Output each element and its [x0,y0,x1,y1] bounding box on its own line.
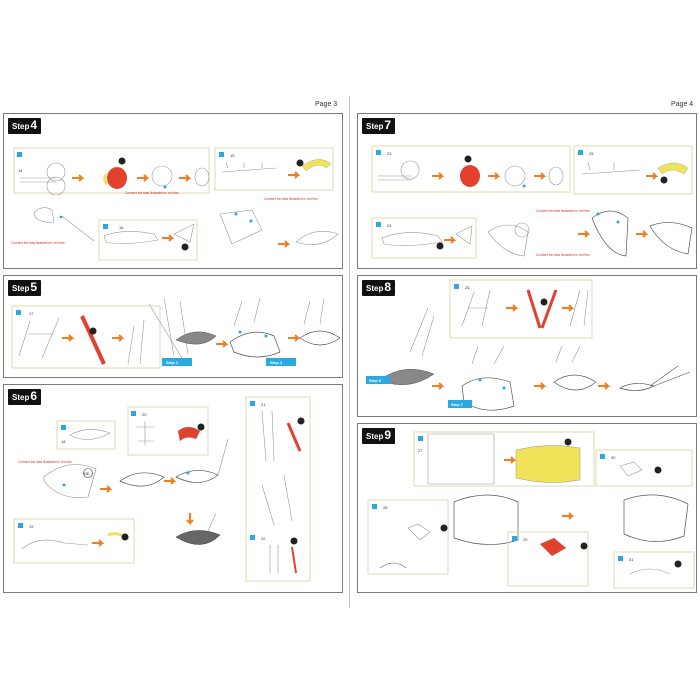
svg-text:18: 18 [61,439,66,444]
step-9-panel: Step9 27 28 29 30 31 [357,423,697,593]
step-5-illustration: 17 Step 3 Step 4 [11,297,341,369]
step-6-illustration: 18 Connect the tabs illustrated in red f… [13,396,311,582]
step-4-label: Step4 [8,118,42,134]
part-14-label: 14 [18,168,23,173]
step-9-label: Step9 [362,428,396,444]
svg-text:Step 6: Step 6 [369,378,382,383]
step-6-panel: Step6 18 Connect the tabs illustrated in… [3,384,343,593]
svg-text:Connect the tabs illustrated i: Connect the tabs illustrated in red firs… [18,460,72,464]
svg-text:30: 30 [611,455,616,460]
svg-text:22: 22 [261,536,266,541]
svg-text:Step 7: Step 7 [451,402,464,407]
step-6-label: Step6 [8,389,42,405]
svg-text:20: 20 [142,412,147,417]
svg-text:Connect the tabs illustrated i: Connect the tabs illustrated in red firs… [264,197,318,201]
svg-text:Step 3: Step 3 [166,360,179,365]
page-number-right: Page 4 [671,101,694,108]
svg-text:Connect the tabs illustrated i: Connect the tabs illustrated in red firs… [536,209,590,213]
page-divider [349,96,350,608]
svg-text:28: 28 [383,505,388,510]
step-5-label: Step5 [8,280,42,296]
step-4-panel: Step4 14 Connect the tabs illustrated in… [3,113,343,269]
svg-text:NE: NE [84,471,90,476]
step-7-illustration: 23 25 24 Connect the tabs illustrated in… [371,145,693,259]
step-8-panel: Step8 26 Step 6 Step 7 [357,275,697,417]
svg-text:23: 23 [387,151,392,156]
svg-text:Connect the tabs illustrated i: Connect the tabs illustrated in red firs… [536,253,590,257]
svg-text:15: 15 [230,153,235,158]
step-4-illustration: 14 Connect the tabs illustrated in red f… [11,147,339,261]
svg-text:29: 29 [523,537,528,542]
step-9-illustration: 27 28 29 30 31 [367,431,695,589]
svg-text:25: 25 [589,151,594,156]
svg-text:24: 24 [387,223,392,228]
step-7-label: Step7 [362,118,396,134]
step-7-panel: Step7 23 25 24 Connect the tabs illustra… [357,113,697,269]
svg-text:17: 17 [29,311,34,316]
svg-text:19: 19 [29,524,34,529]
step-8-label: Step8 [362,280,396,296]
svg-text:Connect the tabs illustrated i: Connect the tabs illustrated in red firs… [11,241,65,245]
svg-text:31: 31 [629,557,634,562]
svg-text:Connect the tabs illustrated i: Connect the tabs illustrated in red firs… [125,191,179,195]
step-5-panel: Step5 17 Step 3 Step 4 [3,275,343,378]
page-number-left: Page 3 [315,101,338,108]
svg-text:26: 26 [465,285,470,290]
svg-text:Step 4: Step 4 [270,360,283,365]
step-8-illustration: 26 Step 6 Step 7 [366,279,691,411]
svg-text:27: 27 [418,448,423,453]
svg-text:21: 21 [261,402,266,407]
svg-text:16: 16 [119,225,124,230]
